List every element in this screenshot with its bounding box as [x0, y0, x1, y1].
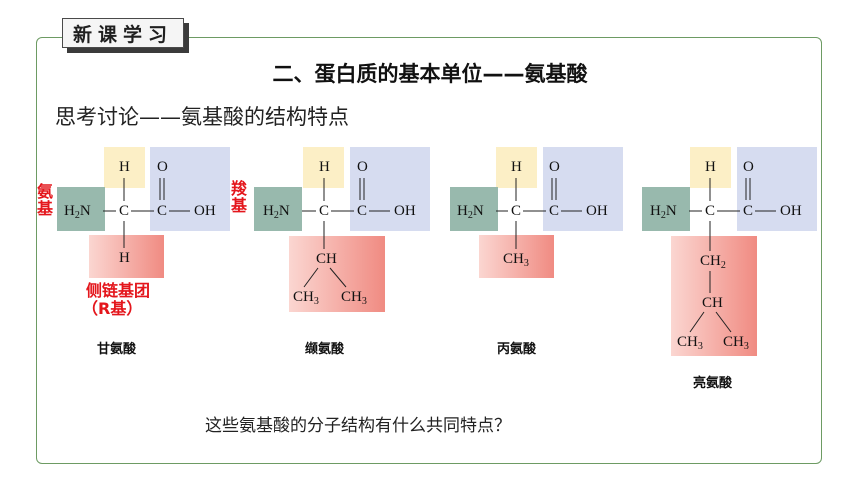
atom-o: O	[357, 159, 368, 175]
amino-formula: H2N	[650, 204, 677, 221]
atom-h: H	[457, 203, 468, 219]
atom-c-carboxyl: C	[743, 203, 754, 219]
atom-o: O	[157, 159, 168, 175]
amino-acid-name: 缬氨酸	[305, 342, 345, 357]
page-title: 二、蛋白质的基本单位——氨基酸	[272, 62, 588, 86]
amino-box	[450, 187, 498, 231]
amino-acid-name: 甘氨酸	[97, 342, 137, 357]
atom-h: H	[650, 203, 661, 219]
amino-box	[642, 187, 690, 231]
r-group-box	[89, 235, 164, 278]
r-atom-h: H	[119, 250, 130, 266]
atom-oh: OH	[394, 203, 416, 219]
atom-c-alpha: C	[511, 203, 522, 219]
page-subtitle: 思考讨论——氨基酸的结构特点	[55, 105, 349, 129]
atom-c-carboxyl: C	[549, 203, 560, 219]
r-group-box	[289, 236, 385, 312]
atom-h: H	[263, 203, 274, 219]
atom-h-top: H	[319, 159, 330, 175]
r-atom-ch3-right: CH3	[341, 289, 367, 307]
r-atom-ch2: CH2	[700, 253, 726, 271]
atom-oh: OH	[780, 203, 802, 219]
subscript-2: 2	[74, 210, 80, 221]
atom-h: H	[64, 203, 75, 219]
content-frame	[36, 37, 822, 464]
amino-acid-name: 亮氨酸	[693, 376, 733, 391]
atom-n: N	[665, 203, 677, 219]
discussion-question: 这些氨基酸的分子结构有什么共同特点？	[205, 416, 511, 436]
amino-group-label: 氨基	[37, 182, 54, 218]
atom-h-top: H	[705, 159, 716, 175]
amino-formula: H2N	[64, 204, 91, 221]
r-atom-ch3: CH3	[503, 251, 529, 269]
r-atom-ch: CH	[702, 295, 723, 311]
atom-h-top: H	[511, 159, 522, 175]
r-atom-ch3-left: CH3	[293, 289, 319, 307]
atom-n: N	[79, 203, 91, 219]
tag-label: 新课学习	[62, 18, 184, 48]
atom-n: N	[472, 203, 484, 219]
atom-c-alpha: C	[119, 203, 130, 219]
r-atom-ch3-right: CH3	[723, 334, 749, 352]
r-group-label: （R基）	[82, 299, 143, 318]
atom-n: N	[278, 203, 290, 219]
amino-box	[254, 187, 302, 231]
amino-formula: H2N	[457, 204, 484, 221]
carboxyl-box	[350, 147, 430, 231]
atom-c-carboxyl: C	[357, 203, 368, 219]
atom-o: O	[549, 159, 560, 175]
atom-c-alpha: C	[319, 203, 330, 219]
r-group-box	[671, 236, 757, 356]
atom-c-carboxyl: C	[157, 203, 168, 219]
r-atom-ch: CH	[316, 251, 337, 267]
r-atom-ch3-left: CH3	[677, 334, 703, 352]
carboxyl-box	[150, 147, 230, 231]
subscript-2: 2	[660, 210, 666, 221]
side-chain-label: 侧链基团	[86, 281, 151, 300]
atom-h-top: H	[119, 159, 130, 175]
amino-formula: H2N	[263, 204, 290, 221]
carboxyl-group-label: 羧基	[231, 179, 248, 215]
section-tag: 新课学习	[62, 18, 190, 54]
subscript-2: 2	[273, 210, 279, 221]
amino-box	[57, 187, 105, 231]
atom-oh: OH	[586, 203, 608, 219]
subscript-2: 2	[467, 210, 473, 221]
amino-acid-name: 丙氨酸	[497, 342, 537, 357]
atom-oh: OH	[194, 203, 216, 219]
atom-c-alpha: C	[705, 203, 716, 219]
atom-o: O	[743, 159, 754, 175]
